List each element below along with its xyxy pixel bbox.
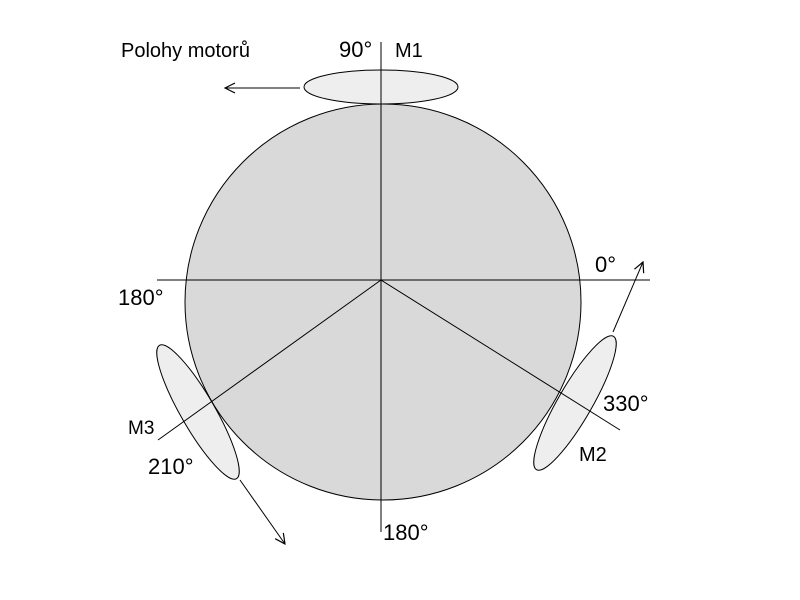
zero-degree-label: 0° <box>595 252 616 277</box>
m3-direction-line <box>157 279 382 441</box>
m1-name-label: M1 <box>395 40 423 62</box>
m3-name-label: M3 <box>128 418 154 439</box>
m2-angle-label: 330° <box>603 391 649 416</box>
m2-direction-line <box>380 279 621 431</box>
m3-motion-arrow <box>239 479 285 544</box>
motor-m3-wheel <box>156 344 240 480</box>
left-180-degree-label: 180° <box>118 285 164 310</box>
m1-angle-label: 90° <box>339 37 372 62</box>
robot-body-circle <box>184 103 582 501</box>
bottom-180-degree-label: 180° <box>383 520 429 545</box>
diagram-title: Polohy motorů <box>121 40 250 62</box>
m2-name-label: M2 <box>579 444 607 466</box>
m3-angle-label: 210° <box>148 454 194 479</box>
m2-motion-arrow <box>612 262 643 333</box>
